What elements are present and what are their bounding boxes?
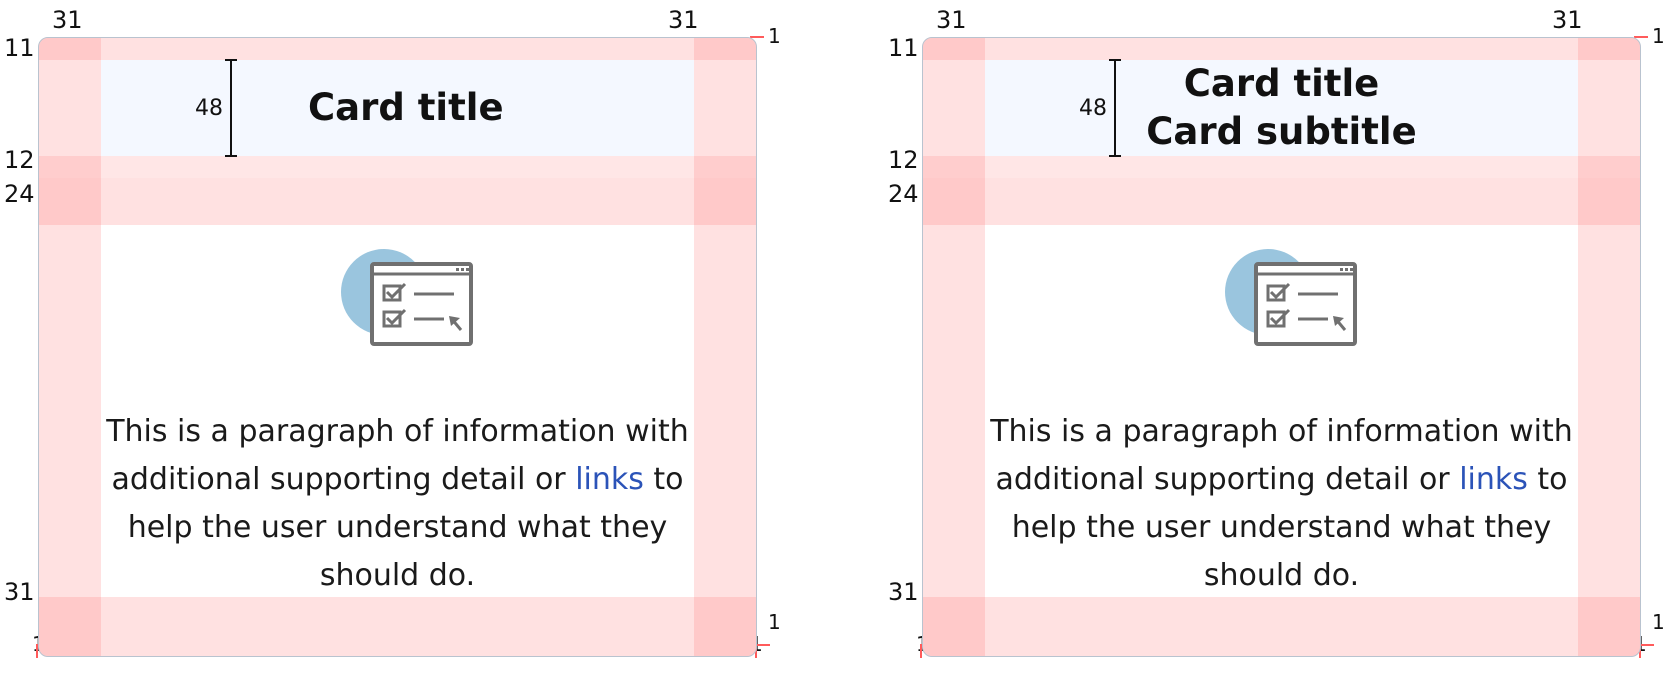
left-padding-band [923, 38, 985, 656]
right-padding-band [1578, 38, 1640, 656]
card-title: Card title [308, 86, 504, 129]
header-gap-band [39, 156, 756, 178]
header-gap-label: 12 [4, 146, 35, 174]
content-gap-band [39, 178, 756, 225]
measure-cap-bottom [225, 155, 237, 157]
paragraph-text-end: to help the user understand what they sh… [1011, 462, 1568, 593]
border-bottom-right-label: 1 [768, 610, 781, 634]
card-title: Card title [1183, 62, 1380, 105]
paragraph-link[interactable]: links [575, 462, 644, 497]
content-gap-band [923, 178, 1640, 225]
measure-cap-bottom [1109, 155, 1121, 157]
bottom-padding-label: 31 [4, 578, 35, 606]
card-subtitle: Card subtitle [1146, 110, 1417, 153]
paragraph-text-end: to help the user understand what they sh… [127, 462, 684, 593]
left-padding-label: 31 [52, 6, 83, 34]
content-gap-label: 24 [888, 180, 919, 208]
header-height-measure [230, 60, 232, 156]
header-height-measure [1114, 60, 1116, 156]
header-gap-label: 12 [888, 146, 919, 174]
paragraph-text: This is a paragraph of information with … [990, 414, 1573, 497]
left-padding-label: 31 [936, 6, 967, 34]
corner-tick [1634, 36, 1648, 38]
header-gap-band [923, 156, 1640, 178]
checklist-window-icon [341, 249, 473, 346]
border-top-right-label: 1 [768, 24, 781, 48]
corner-tick [1640, 644, 1654, 646]
card: Card title 48 This is a paragraph of inf… [38, 37, 757, 657]
bottom-padding-band [923, 597, 1640, 656]
card-header [101, 60, 694, 156]
left-padding-band [39, 38, 101, 656]
corner-tick [36, 644, 38, 658]
card: Card title Card subtitle 48 This is a pa… [922, 37, 1641, 657]
corner-tick [920, 644, 922, 658]
top-padding-band [923, 38, 1640, 60]
header-height-label: 48 [195, 96, 223, 121]
top-padding-band [39, 38, 756, 60]
corner-tick [756, 644, 770, 646]
card-title-area: Card title Card subtitle [985, 60, 1578, 156]
top-padding-label: 11 [4, 34, 35, 62]
bottom-padding-label: 31 [888, 578, 919, 606]
paragraph-link[interactable]: links [1459, 462, 1528, 497]
bottom-padding-band [39, 597, 756, 656]
card-paragraph: This is a paragraph of information with … [101, 408, 694, 600]
right-padding-label: 31 [1552, 6, 1583, 34]
card-title-area: Card title [101, 60, 694, 156]
card-spec-title-subtitle: 31 31 11 12 24 31 1 1 1 1 Card title Car… [884, 0, 1668, 696]
paragraph-text: This is a paragraph of information with … [106, 414, 689, 497]
right-padding-label: 31 [668, 6, 699, 34]
card-header [985, 60, 1578, 156]
content-gap-label: 24 [4, 180, 35, 208]
top-padding-label: 11 [888, 34, 919, 62]
checklist-window-icon [1225, 249, 1357, 346]
border-bottom-right-label: 1 [1652, 610, 1665, 634]
right-padding-band [694, 38, 756, 656]
card-paragraph: This is a paragraph of information with … [985, 408, 1578, 600]
corner-tick [750, 36, 764, 38]
card-spec-title-only: 31 31 11 12 24 31 1 1 1 1 Card title 48 [4, 6, 781, 658]
border-top-right-label: 1 [1652, 24, 1665, 48]
header-height-label: 48 [1079, 96, 1107, 121]
